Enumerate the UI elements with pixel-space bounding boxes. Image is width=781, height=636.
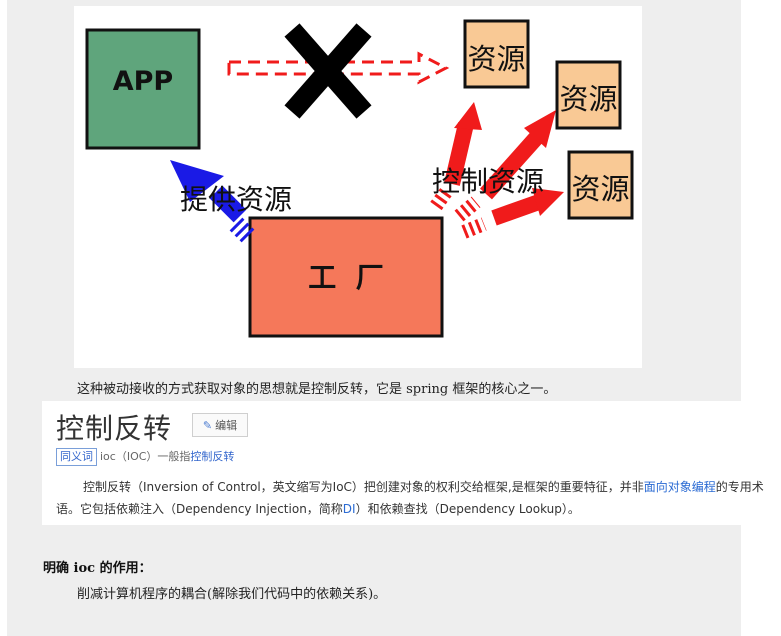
synonym-text: ioc（IOC）一般指控制反转 bbox=[100, 448, 234, 466]
resource-box-3 bbox=[567, 150, 634, 220]
definition-paragraph: 控制反转（Inversion of Control，英文缩写为IoC）把创建对象… bbox=[56, 476, 766, 520]
control-arrow-3 bbox=[461, 188, 564, 239]
def-part-3: ）和依赖查找（Dependency Lookup）。 bbox=[355, 502, 580, 516]
factory-box bbox=[248, 216, 444, 338]
edit-button[interactable]: ✎ 编辑 bbox=[192, 413, 248, 437]
control-resource-label: 控制资源 bbox=[432, 165, 545, 198]
provide-arrow bbox=[170, 160, 255, 243]
resource-label-3: 资源 bbox=[571, 172, 630, 206]
edit-label: 编辑 bbox=[215, 419, 238, 432]
diagram-canvas bbox=[85, 19, 634, 338]
provide-resource-label: 提供资源 bbox=[180, 183, 293, 216]
role-heading: 明确 ioc 的作用： bbox=[43, 561, 152, 576]
control-arrow-1 bbox=[430, 102, 482, 211]
def-part-1: 控制反转（Inversion of Control，英文缩写为IoC）把创建对象… bbox=[83, 480, 644, 494]
app-label: APP bbox=[112, 66, 174, 97]
diagram-caption: 这种被动接收的方式获取对象的思想就是控制反转，它是 spring 框架的核心之一… bbox=[77, 382, 557, 397]
resource-box-1 bbox=[463, 19, 530, 89]
blocked-x-mark bbox=[284, 23, 372, 119]
synonym-tag[interactable]: 同义词 bbox=[56, 448, 97, 466]
synonym-prefix: ioc（IOC）一般指 bbox=[100, 450, 191, 463]
pencil-icon: ✎ bbox=[202, 418, 213, 432]
app-box bbox=[85, 28, 201, 150]
def-part-2: 的专用术语。它包括依赖注入（Dependency Injection，简称 bbox=[56, 480, 764, 516]
control-arrow-2 bbox=[454, 110, 556, 222]
card-title: 控制反转 bbox=[56, 412, 173, 445]
baike-card: 控制反转 ✎ 编辑 同义词 ioc（IOC）一般指控制反转 控制反转（Inver… bbox=[42, 401, 772, 525]
role-text: 削减计算机程序的耦合(解除我们代码中的依赖关系)。 bbox=[77, 587, 387, 602]
dashed-request-arrow bbox=[227, 51, 450, 85]
di-link[interactable]: DI bbox=[342, 502, 356, 516]
resource-box-2 bbox=[555, 60, 622, 130]
ioc-diagram: APP 工 厂 提供资源 控制资源 资源 资源 资源 bbox=[74, 6, 642, 368]
synonym-link[interactable]: 控制反转 bbox=[190, 450, 235, 463]
oop-link[interactable]: 面向对象编程 bbox=[643, 480, 716, 494]
resource-label-2: 资源 bbox=[559, 82, 618, 116]
resource-label-1: 资源 bbox=[467, 42, 526, 76]
factory-label: 工 厂 bbox=[308, 261, 384, 294]
